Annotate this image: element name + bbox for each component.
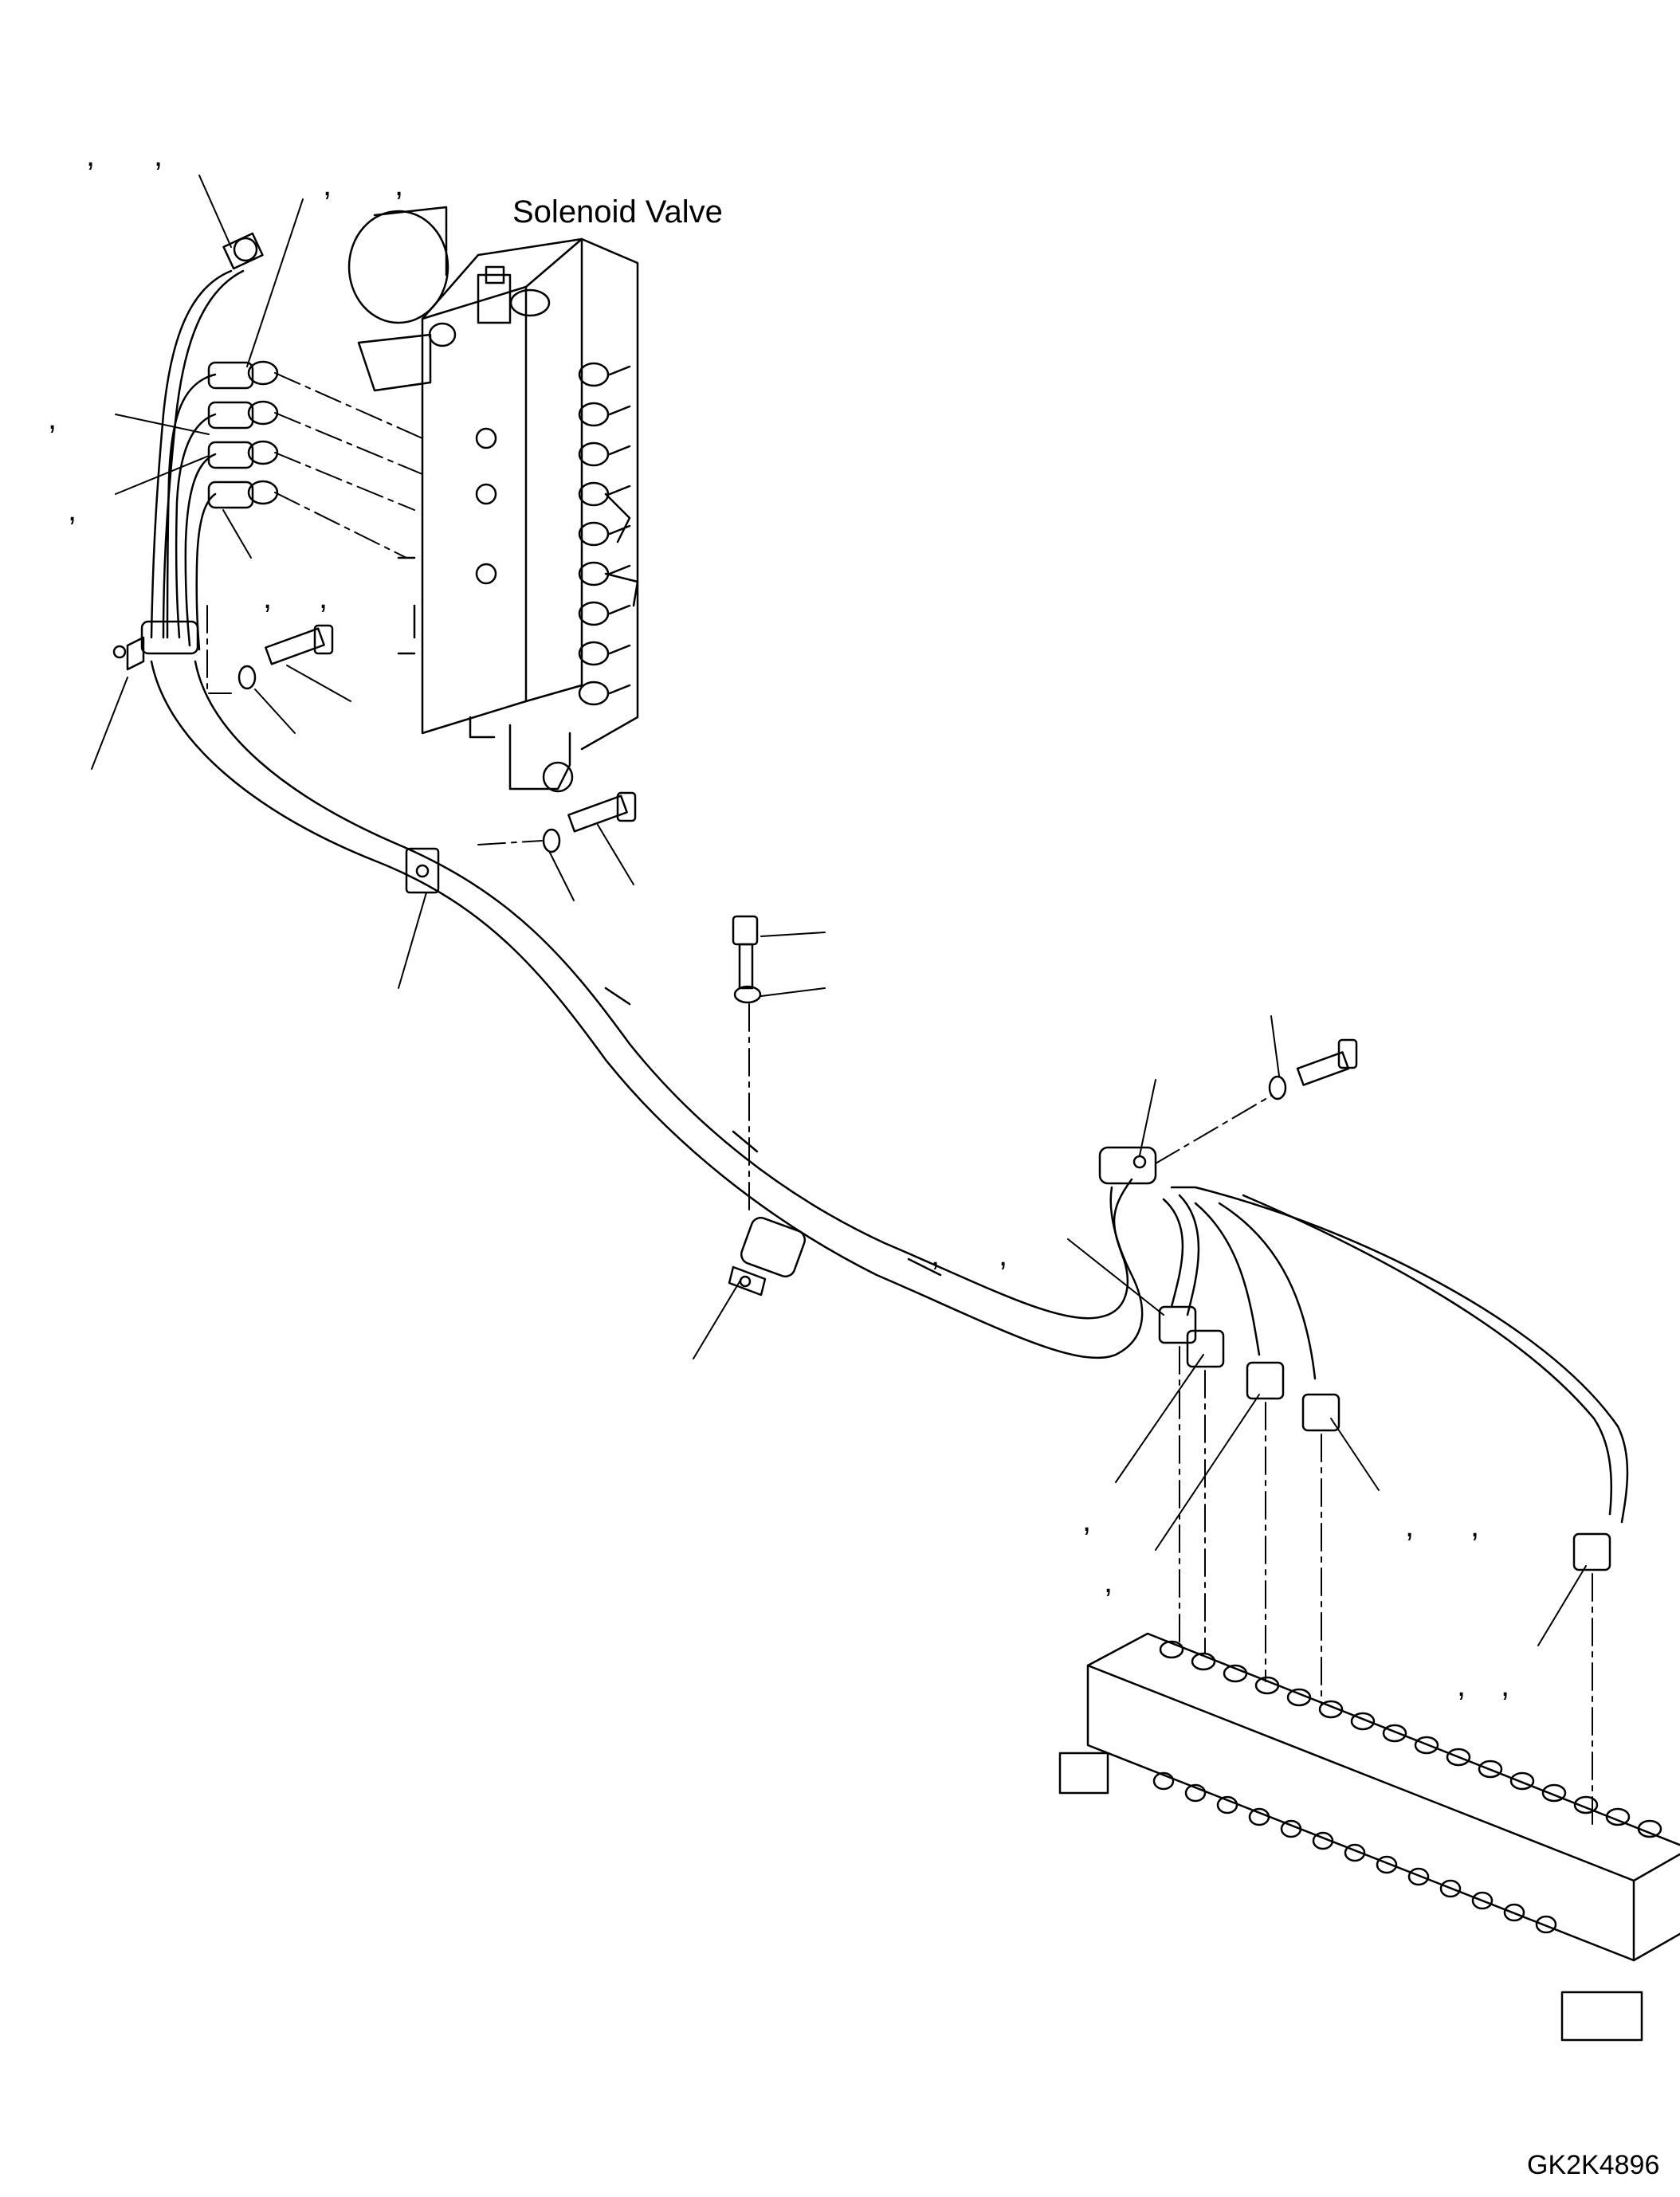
callout-separator: , — [1405, 1508, 1415, 1544]
callout-separator: , — [931, 1238, 940, 1273]
callout-separator: , — [68, 492, 77, 528]
callout-separator: , — [48, 401, 57, 436]
bolt-set-2 — [544, 793, 635, 852]
bolt-set-4 — [1270, 1040, 1356, 1099]
callout-separator: , — [999, 1238, 1008, 1273]
callout-separator: , — [394, 167, 404, 202]
callout-separator: , — [323, 167, 332, 202]
callout-separator: , — [1104, 1564, 1113, 1599]
callout-separator: , — [1082, 1503, 1092, 1538]
assembly-lines — [207, 373, 1592, 1825]
manifold-side-fittings — [1154, 1773, 1556, 1932]
manifold-block — [1060, 1634, 1680, 2040]
callout-separator: , — [1501, 1668, 1510, 1703]
callout-separator: , — [263, 580, 273, 615]
callout-separator: , — [1470, 1508, 1480, 1544]
callout-leader-lines — [92, 175, 1586, 1646]
drawing-code: GK2K4896 — [1527, 2150, 1660, 2180]
solenoid-valve-block — [349, 207, 638, 791]
manifold-hose-ends — [1160, 1307, 1610, 1570]
main-hose-bundle — [151, 661, 1156, 1358]
callout-separator: , — [319, 580, 328, 615]
valve-fitting-column — [579, 363, 638, 704]
callout-separator: , — [1457, 1668, 1466, 1703]
bolt-set-3 — [733, 916, 760, 1002]
solenoid-valve-label: Solenoid Valve — [512, 194, 723, 230]
manifold-hoses — [1160, 1187, 1627, 1570]
bolt-set-1 — [239, 626, 332, 689]
callout-separator: , — [86, 138, 96, 173]
callout-separator: , — [154, 138, 163, 173]
upper-hose-bundle — [114, 233, 277, 669]
manifold-top-fittings — [1160, 1642, 1661, 1837]
valve-hose-fittings — [209, 362, 277, 508]
